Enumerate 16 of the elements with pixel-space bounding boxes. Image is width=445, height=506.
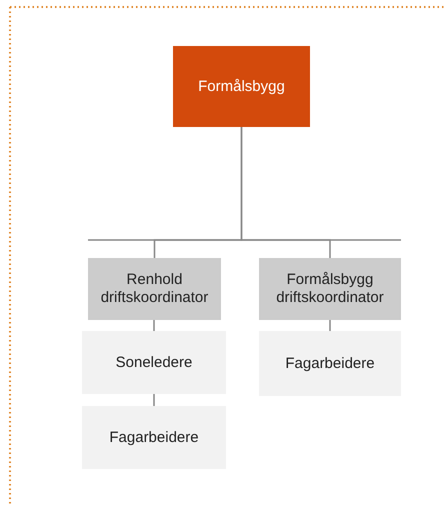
node-label: Fagarbeidere bbox=[109, 428, 199, 446]
connector-line bbox=[329, 320, 331, 331]
connector-line bbox=[240, 127, 331, 258]
staff-box bbox=[259, 331, 401, 396]
unit-box bbox=[259, 258, 401, 320]
connector-line bbox=[153, 394, 155, 406]
node-label: Fagarbeidere bbox=[285, 354, 375, 372]
node-label: Renhold driftskoordinator bbox=[100, 271, 210, 307]
node-label: Formålsbygg driftskoordinator bbox=[275, 271, 385, 307]
connector-line bbox=[153, 320, 155, 331]
unit-box bbox=[88, 258, 221, 320]
staff-box bbox=[82, 331, 226, 394]
node-label: Soneledere bbox=[116, 354, 192, 372]
node-label: Formålsbygg bbox=[198, 78, 285, 96]
org-head-box bbox=[173, 46, 310, 127]
staff-box bbox=[82, 406, 226, 469]
